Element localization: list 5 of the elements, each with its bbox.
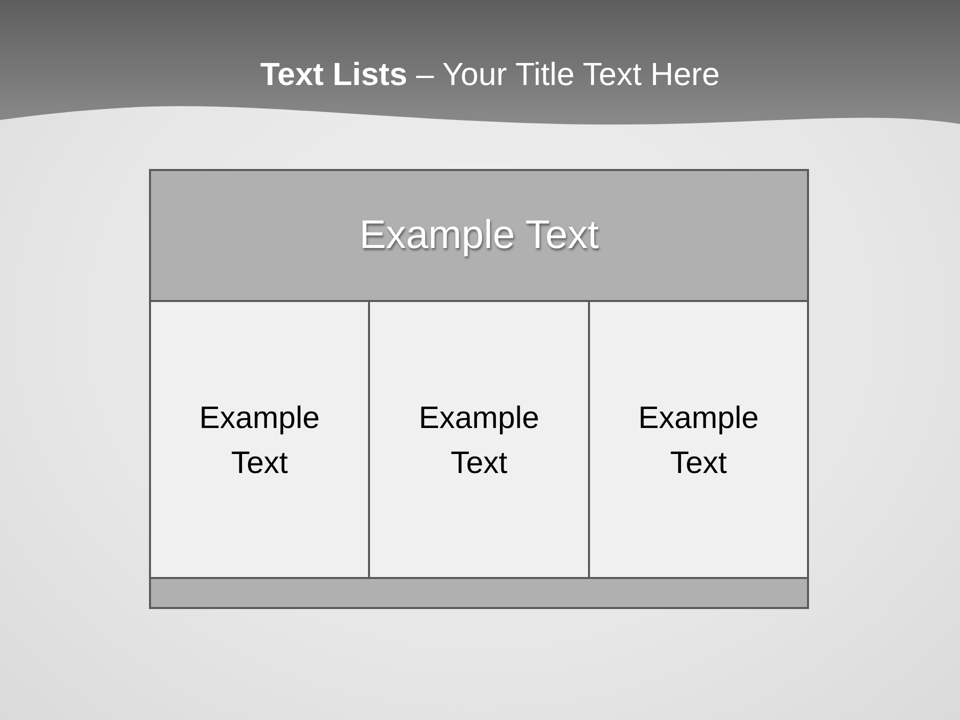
content-box: Example Text <box>588 300 809 579</box>
header-box: Example Text <box>149 169 809 302</box>
content-box: Example Text <box>149 300 370 579</box>
footer-bar <box>149 577 809 609</box>
slide-title: Text Lists – Your Title Text Here <box>259 55 721 94</box>
